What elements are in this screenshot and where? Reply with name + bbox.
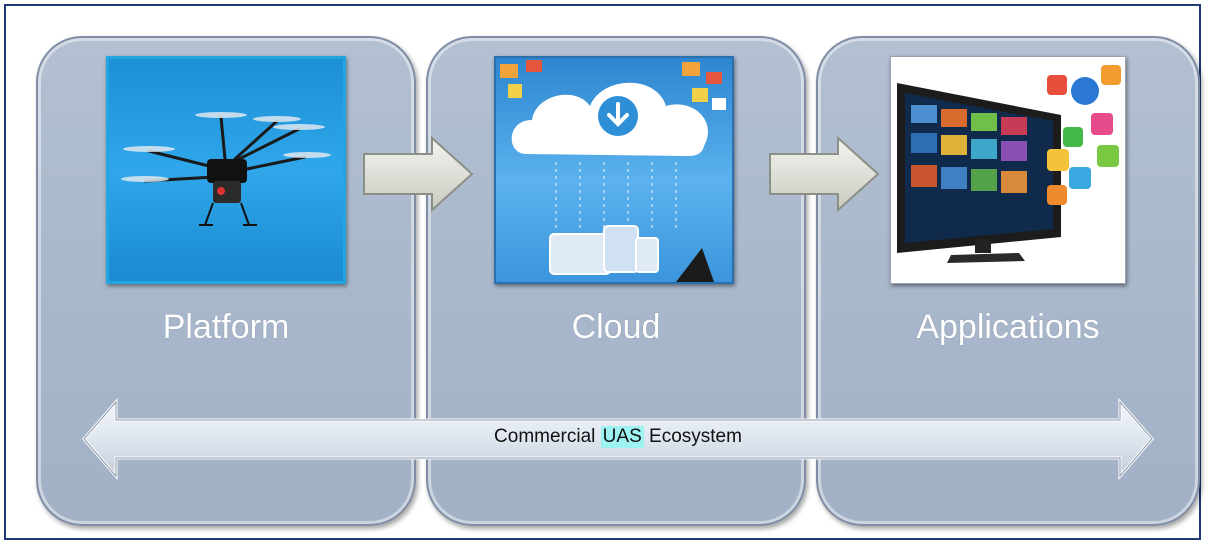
television-icon <box>897 65 1121 263</box>
arrow-right-icon <box>769 136 880 212</box>
ecosystem-suffix: Ecosystem <box>649 426 742 447</box>
applications-label: Applications <box>916 308 1100 346</box>
cloud-download-icon <box>500 60 726 282</box>
cloud-label: Cloud <box>571 308 661 346</box>
drone-icon <box>121 112 331 226</box>
ecosystem-highlight: UAS <box>600 426 644 448</box>
ecosystem-prefix: Commercial <box>494 426 596 447</box>
tv-apps-image <box>890 56 1126 284</box>
arrow-right-icon <box>363 136 474 212</box>
ecosystem-label: Commercial UAS Ecosystem <box>0 426 1206 448</box>
drone-image <box>106 56 346 284</box>
platform-label: Platform <box>162 308 290 346</box>
cloud-image <box>494 56 734 284</box>
